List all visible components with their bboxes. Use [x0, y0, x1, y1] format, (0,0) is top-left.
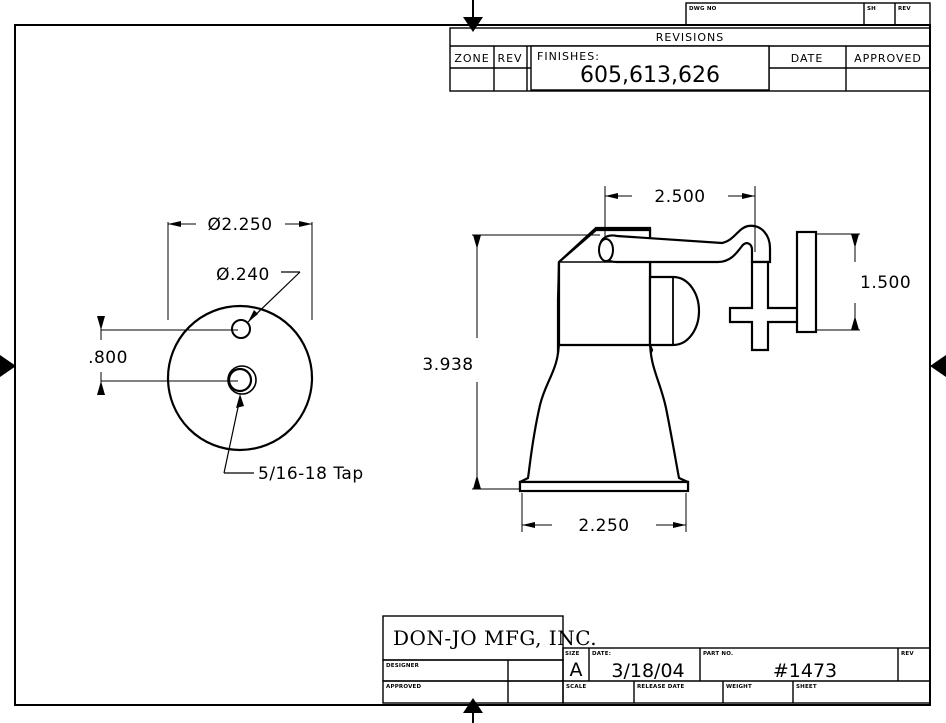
rev-label-title: REV — [901, 651, 914, 657]
revisions-title: REVISIONS — [656, 31, 724, 44]
dwg-no-label: DWG NO — [689, 6, 717, 12]
title-block: DON-JO MFG, INC. DESIGNER APPROVED SIZE … — [382, 615, 931, 704]
col-zone-label: ZONE — [454, 52, 489, 65]
dim-hole-diameter: Ø.240 — [216, 265, 301, 323]
note-tap: 5/16-18 Tap — [223, 394, 364, 484]
dim-arm-length: 2.500 — [604, 186, 756, 252]
pivot-eye — [598, 238, 614, 262]
wall-plate — [795, 230, 818, 334]
dim-arm-length-text: 2.500 — [654, 187, 705, 207]
approved-label: APPROVED — [386, 684, 421, 690]
header-strip: DWG NO SH REV — [685, 2, 931, 26]
base-plate-side — [518, 480, 690, 493]
date-value: 3/18/04 — [611, 660, 684, 682]
sh-label: SH — [867, 6, 876, 12]
finishes-box — [530, 45, 770, 91]
date-label: DATE: — [592, 651, 611, 657]
part-no-value: #1473 — [773, 660, 837, 682]
col-date-label: DATE — [791, 52, 824, 65]
rev-label-header: REV — [898, 6, 911, 12]
center-mark-bottom-icon — [463, 698, 483, 713]
dim-hook-height-text: 1.500 — [860, 273, 911, 293]
dim-outer-diameter-text: Ø2.250 — [207, 215, 272, 235]
dim-base-width: 2.250 — [521, 493, 687, 536]
bumper — [648, 275, 701, 347]
scale-label: SCALE — [566, 684, 587, 690]
dim-hole-spacing: .800 — [88, 316, 238, 395]
dim-hole-diameter-text: Ø.240 — [216, 265, 270, 285]
dim-outer-diameter: Ø2.250 — [167, 215, 313, 320]
finishes-value: 605,613,626 — [580, 63, 720, 88]
size-value: A — [570, 659, 583, 681]
side-view-group: 2.500 1.500 3.938 — [422, 186, 911, 536]
base-plate-outer-circle — [166, 304, 314, 452]
designer-label: DESIGNER — [386, 663, 420, 669]
finishes-label: FINISHES: — [537, 50, 600, 63]
clearance-hole — [231, 319, 251, 339]
center-mark-right-icon — [930, 355, 946, 377]
dim-base-width-text: 2.250 — [578, 516, 629, 536]
size-label: SIZE — [565, 651, 580, 657]
sheet-label: SHEET — [796, 684, 817, 690]
revisions-table: REVISIONS ZONE REV DATE APPROVED FINISHE… — [449, 27, 931, 92]
dim-overall-height-text: 3.938 — [422, 355, 473, 375]
dim-hook-height: 1.500 — [816, 233, 911, 331]
center-mark-top-icon — [463, 17, 483, 32]
company-name: DON-JO MFG, INC. — [393, 626, 597, 650]
col-rev-label: REV — [497, 52, 522, 65]
release-date-label: RELEASE DATE — [637, 684, 684, 690]
strike-post — [728, 260, 802, 352]
tap-hole-inner — [227, 367, 253, 393]
dim-overall-height: 3.938 — [422, 234, 600, 490]
part-no-label: PART NO. — [703, 651, 733, 657]
col-approved-label: APPROVED — [854, 52, 922, 65]
weight-label: WEIGHT — [726, 684, 752, 690]
note-tap-text: 5/16-18 Tap — [258, 464, 364, 484]
dim-hole-spacing-text: .800 — [88, 348, 128, 368]
front-view-group: Ø2.250 Ø.240 .800 5/16-18 Tap — [88, 215, 364, 484]
center-mark-left-icon — [0, 355, 16, 377]
